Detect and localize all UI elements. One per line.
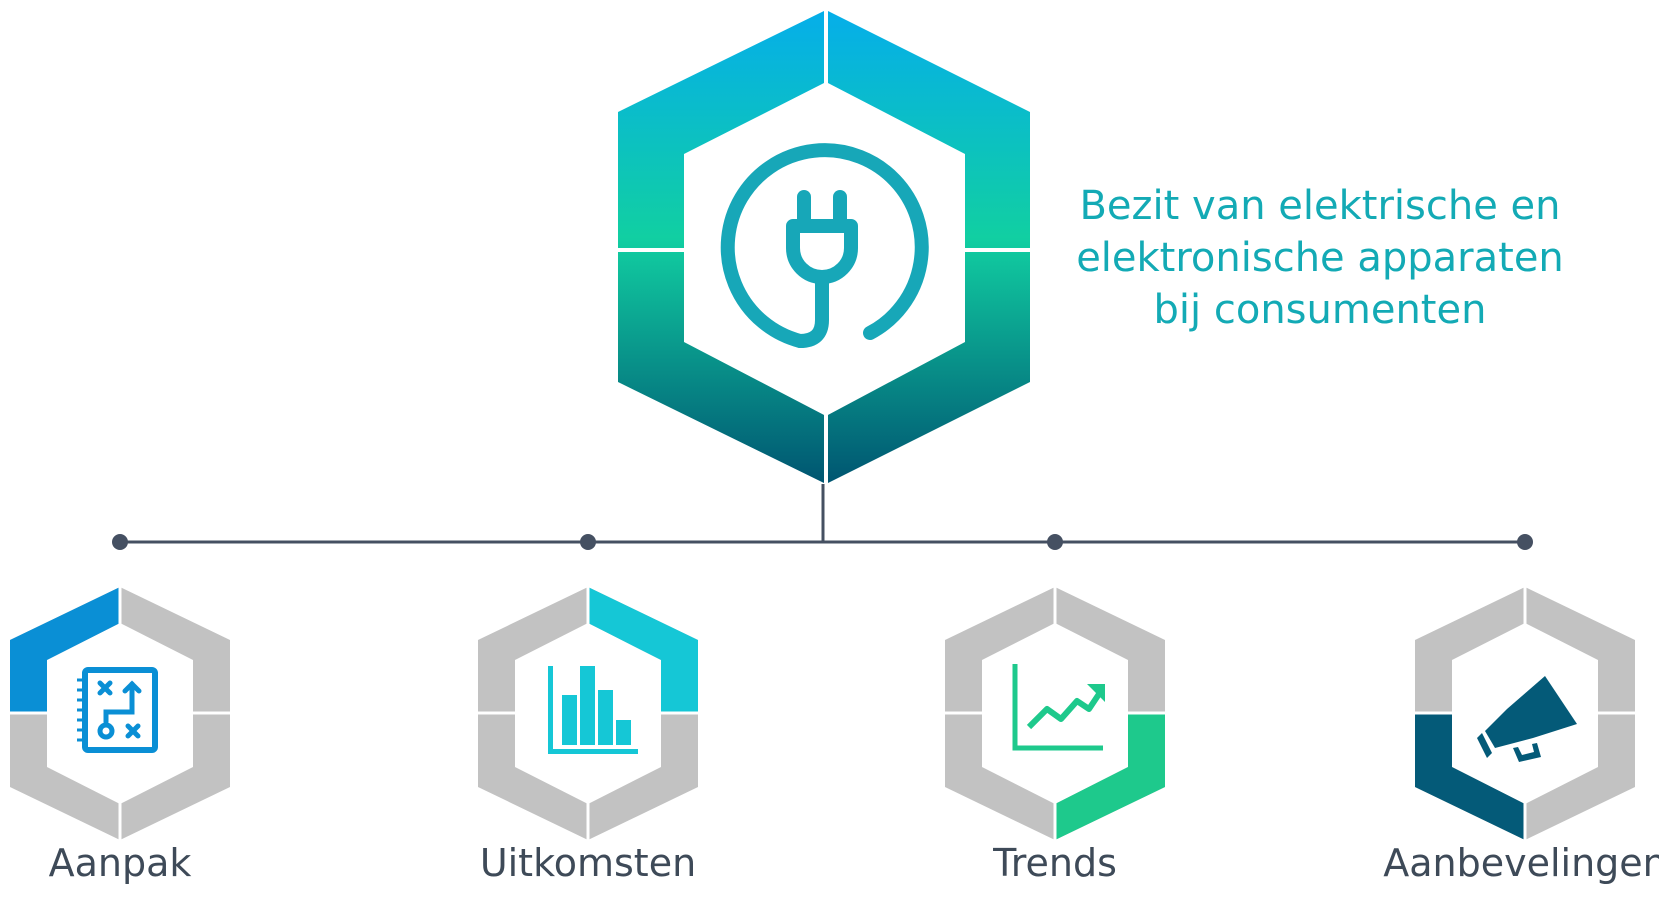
connector-dot-uitkomsten (580, 534, 596, 550)
main-hub-ring (618, 10, 1030, 484)
strategy-board-icon (77, 667, 158, 753)
hex-separators (476, 585, 700, 842)
hex-separators (1413, 585, 1637, 842)
item-uitkomsten (476, 585, 700, 842)
trend-chart-icon (1012, 664, 1105, 751)
connector-lines (120, 484, 1525, 544)
item-label-aanpak: Aanpak (48, 841, 192, 885)
hex-segment-highlight (1055, 713, 1165, 840)
main-hub (616, 8, 1032, 486)
hex-segment-highlight (10, 587, 120, 713)
hex-separators (8, 585, 232, 842)
item-aanbevelingen (1413, 585, 1637, 842)
item-aanpak (8, 585, 232, 842)
connector-dots (112, 534, 1533, 550)
bar-chart-icon (548, 666, 638, 754)
item-trends (943, 585, 1167, 842)
connector-dot-aanbevelingen (1517, 534, 1533, 550)
hex-segment-highlight (588, 587, 698, 713)
hex-separators (943, 585, 1167, 842)
connector-dot-trends (1047, 534, 1063, 550)
item-label-uitkomsten: Uitkomsten (479, 841, 697, 885)
hex-segment-highlight (1415, 713, 1525, 840)
megaphone-icon (1477, 676, 1577, 762)
power-plug-icon (720, 143, 929, 348)
item-label-aanbevelingen: Aanbevelingen (1383, 841, 1659, 885)
connector-dot-aanpak (112, 534, 128, 550)
item-label-trends: Trends (993, 841, 1117, 885)
main-hub-title: Bezit van elektrische en elektronische a… (1076, 183, 1564, 333)
